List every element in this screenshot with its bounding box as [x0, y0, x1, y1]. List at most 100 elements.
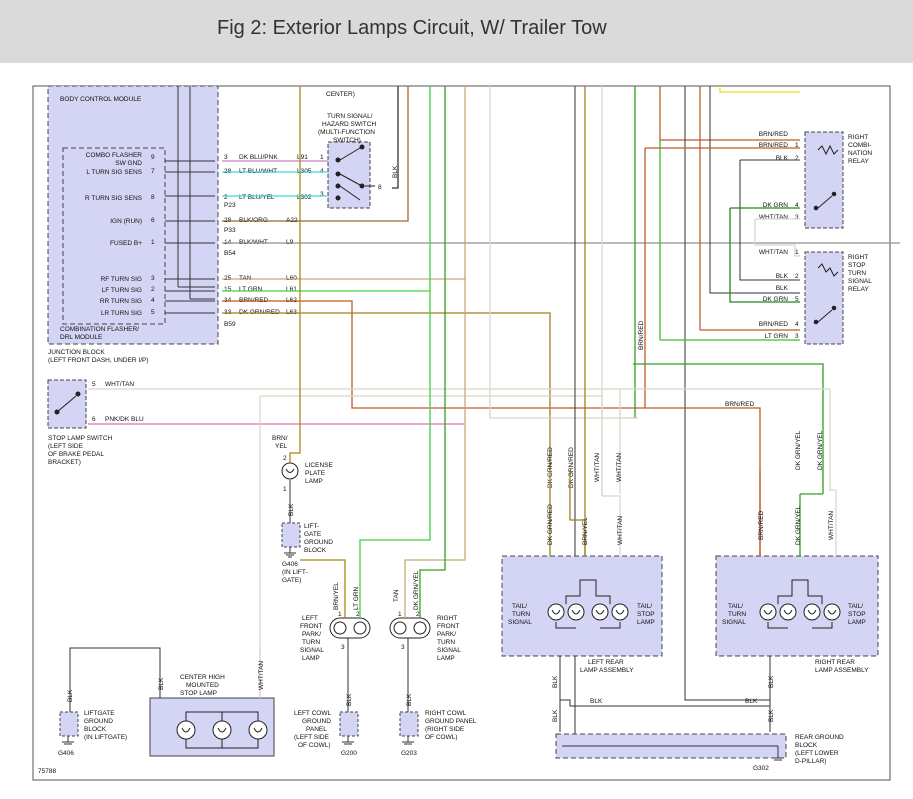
- turn-switch-label-3: (MULTI-FUNCTION: [318, 129, 375, 136]
- license-wire-label-1: BRN/: [272, 435, 288, 442]
- license-brn-yel-wire: [289, 86, 301, 463]
- right-bus-wires: [574, 86, 800, 740]
- bcm-pin-name-0-1: SW GND: [115, 160, 142, 167]
- g302-label: G302: [753, 765, 769, 772]
- bcm-pin-name-5-0: RF TURN SIG: [101, 276, 142, 283]
- stop-switch-wire-wht-tan: WHT/TAN: [105, 381, 134, 388]
- rf-label-6: LAMP: [437, 655, 455, 662]
- rr-blk-label-2: BLK: [768, 709, 775, 722]
- stop-relay-label-3: TURN: [848, 270, 866, 277]
- g406-label-3: GATE): [282, 577, 301, 584]
- chmsl-blk-label: BLK: [158, 677, 165, 690]
- right-rear-top-dkgrnyel-2: DK GRN/YEL: [817, 430, 824, 470]
- rf-label-5: SIGNAL: [437, 647, 461, 654]
- rear-ground-label-2: BLOCK: [795, 742, 818, 749]
- relay-wires: [620, 86, 824, 560]
- lr-tail-turn-3: SIGNAL: [508, 619, 532, 626]
- liftgate-gnd-label-2: GATE: [304, 531, 322, 538]
- lr-tail-stop-3: LAMP: [637, 619, 655, 626]
- combo-flasher-label-2: DRL MODULE: [60, 334, 103, 341]
- ground-symbol-g406: [284, 552, 296, 558]
- liftgate-blk-label: BLK: [67, 689, 74, 702]
- jb-pin-number-2: 2: [224, 194, 228, 201]
- liftgate-gnd-label-3: GROUND: [304, 539, 333, 546]
- license-blk-label: BLK: [288, 503, 295, 516]
- jb-pin-number-0: 3: [224, 154, 228, 161]
- stop-relay-pin-5: 3: [795, 333, 799, 340]
- combo-relay-label-3: NATION: [848, 150, 872, 157]
- right-rear-label-1: RIGHT REAR: [815, 659, 855, 666]
- right-rear-entry-3: WHT/TAN: [828, 511, 835, 540]
- chmsl-bulbs: [176, 711, 268, 749]
- bcm-wire-color-0: DK BLU/PNK: [239, 154, 278, 161]
- combo-relay-pin-4: 3: [795, 214, 799, 221]
- center-label: CENTER): [326, 91, 355, 98]
- lr-tail-stop-1: TAIL/: [637, 603, 652, 610]
- bcm-module: [47, 85, 219, 345]
- left-cowl-label-2: GROUND: [302, 718, 331, 725]
- combo-relay-wire-label-2: BLK: [776, 155, 789, 162]
- bcm-pin-name-7-0: RR TURN SIG: [100, 298, 142, 305]
- conn-b59: B59: [224, 321, 236, 328]
- conn-b54: B54: [224, 250, 236, 257]
- combo-relay-pin-2: 2: [795, 155, 799, 162]
- bcm-pin-name-1-0: L TURN SIG SENS: [86, 169, 142, 176]
- combo-relay-wire-label-1: BRN/RED: [759, 142, 789, 149]
- right-cowl-label-2: GROUND PANEL: [425, 718, 477, 725]
- stop-relay-label-1: RIGHT: [848, 254, 868, 261]
- g200-label: G200: [341, 750, 357, 757]
- bcm-circuit-6: L61: [286, 286, 297, 293]
- liftgate-gnd-label-4: BLOCK: [304, 547, 327, 554]
- chmsl-label-3: STOP LAMP: [180, 690, 217, 697]
- bcm-pin-number-2: 8: [151, 194, 155, 201]
- license-label-2: PLATE: [305, 470, 326, 477]
- conn-p23: P23: [224, 202, 236, 209]
- lf-wire-lt-grn: LT GRN: [353, 586, 360, 610]
- switch-blk-label: BLK: [392, 165, 399, 178]
- stop-switch-label-2: (LEFT SIDE: [48, 443, 84, 450]
- stop-relay-pin-4: 4: [795, 321, 799, 328]
- stop-switch-pin-6: 6: [92, 416, 96, 423]
- lf-label-5: SIGNAL: [300, 647, 324, 654]
- stop-relay-wire-label-1: BLK: [776, 273, 789, 280]
- lf-pin-1: 1: [338, 611, 342, 618]
- junction-block-label-1: JUNCTION BLOCK: [48, 349, 105, 356]
- stop-switch-contact: [54, 391, 81, 415]
- bcm-pin-name-6-0: LF TURN SIG: [102, 287, 142, 294]
- left-rear-top-whttan-2: WHT/TAN: [616, 453, 623, 482]
- liftgate-gnd-label-1: LIFT-: [304, 523, 319, 530]
- combo-flasher-module: [62, 147, 166, 325]
- combo-relay-wire-label-0: BRN/RED: [759, 131, 789, 138]
- jb-pin-number-6: 15: [224, 286, 232, 293]
- lf-label-2: FRONT: [300, 623, 322, 630]
- lr-blk-label-2: BLK: [552, 709, 559, 722]
- bcm-pin-number-1: 7: [151, 168, 155, 175]
- lf-label-1: LEFT: [302, 615, 318, 622]
- stop-relay-pin-1: 2: [795, 273, 799, 280]
- g203-label: G203: [401, 750, 417, 757]
- left-rear-top-dkgrnred-2: DK GRN/RED: [568, 447, 575, 488]
- left-rear-entry-3: WHT/TAN: [617, 516, 624, 545]
- vertical-brn-red-label: BRN/RED: [638, 320, 645, 350]
- license-pin-2: 2: [283, 455, 287, 462]
- lr-tail-turn-1: TAIL/: [512, 603, 527, 610]
- chmsl-blk-wire: [69, 647, 161, 712]
- right-cowl-label-3: (RIGHT SIDE: [425, 726, 465, 733]
- right-combination-relay: [804, 131, 844, 229]
- combo-relay-label-4: RELAY: [848, 158, 869, 165]
- rf-wire-tan: TAN: [393, 589, 400, 602]
- left-cowl-label-4: (LEFT SIDE: [294, 734, 330, 741]
- stop-relay-label-5: RELAY: [848, 286, 869, 293]
- rear-ground-label-1: REAR GROUND: [795, 734, 844, 741]
- right-front-lamp: [389, 617, 431, 639]
- rf-label-4: TURN: [437, 639, 455, 646]
- bcm-wire-color-2: LT BLU/YEL: [239, 194, 275, 201]
- rear-ground-label-3: (LEFT LOWER: [795, 750, 839, 757]
- lr-tail-stop-2: STOP: [637, 611, 655, 618]
- bcm-circuit-2: L302: [297, 194, 312, 201]
- ground-symbol-g406b: [62, 736, 74, 745]
- stop-relay-label-4: SIGNAL: [848, 278, 872, 285]
- rf-label-1: RIGHT: [437, 615, 457, 622]
- turn-switch-label-1: TURN SIGNAL/: [327, 113, 373, 120]
